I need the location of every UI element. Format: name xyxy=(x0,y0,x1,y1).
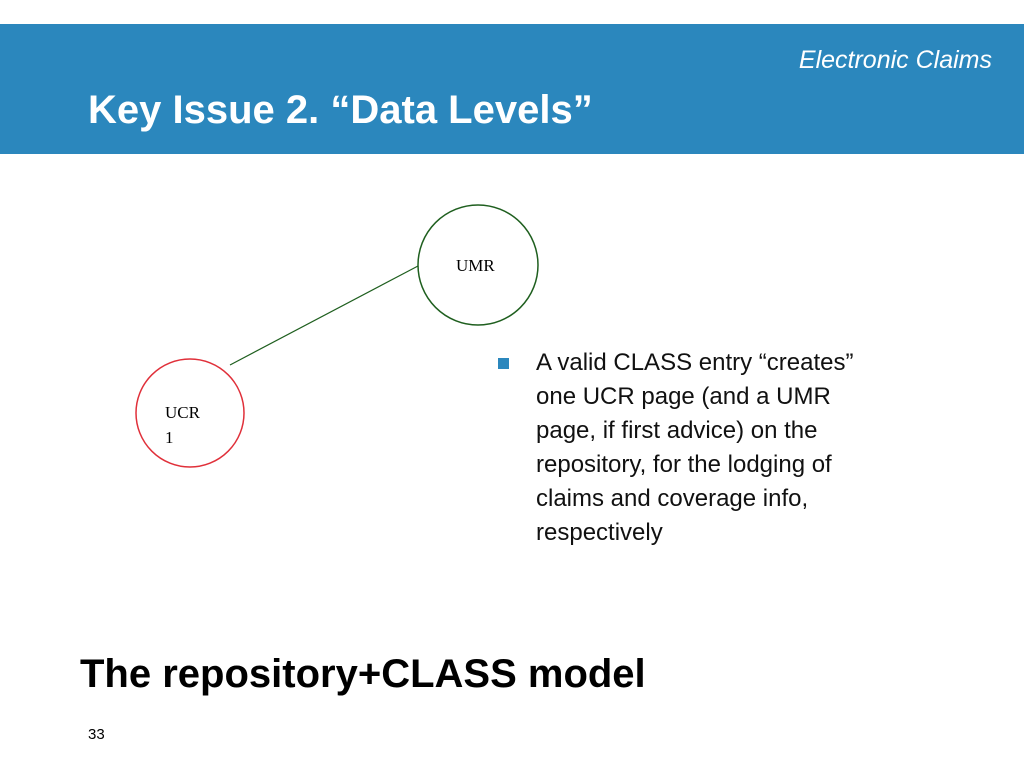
section-label: Electronic Claims xyxy=(798,46,992,74)
umr-node-label: UMR xyxy=(456,256,495,275)
footer-title: The repository+CLASS model xyxy=(80,652,646,696)
umr-ucr-connector xyxy=(229,265,419,366)
slide-title: Key Issue 2. “Data Levels” xyxy=(88,88,593,132)
umr-node xyxy=(417,204,539,326)
header-band xyxy=(0,24,1024,154)
bullet-item: A valid CLASS entry “creates” one UCR pa… xyxy=(498,346,878,550)
ucr1-node-label-line1: UCR xyxy=(165,403,201,422)
page-number: 33 xyxy=(88,726,105,743)
bullet-text: A valid CLASS entry “creates” one UCR pa… xyxy=(536,349,854,546)
square-bullet-icon xyxy=(498,358,509,369)
ucr1-node xyxy=(135,358,245,468)
ucr1-node-label-line2: 1 xyxy=(165,428,174,447)
